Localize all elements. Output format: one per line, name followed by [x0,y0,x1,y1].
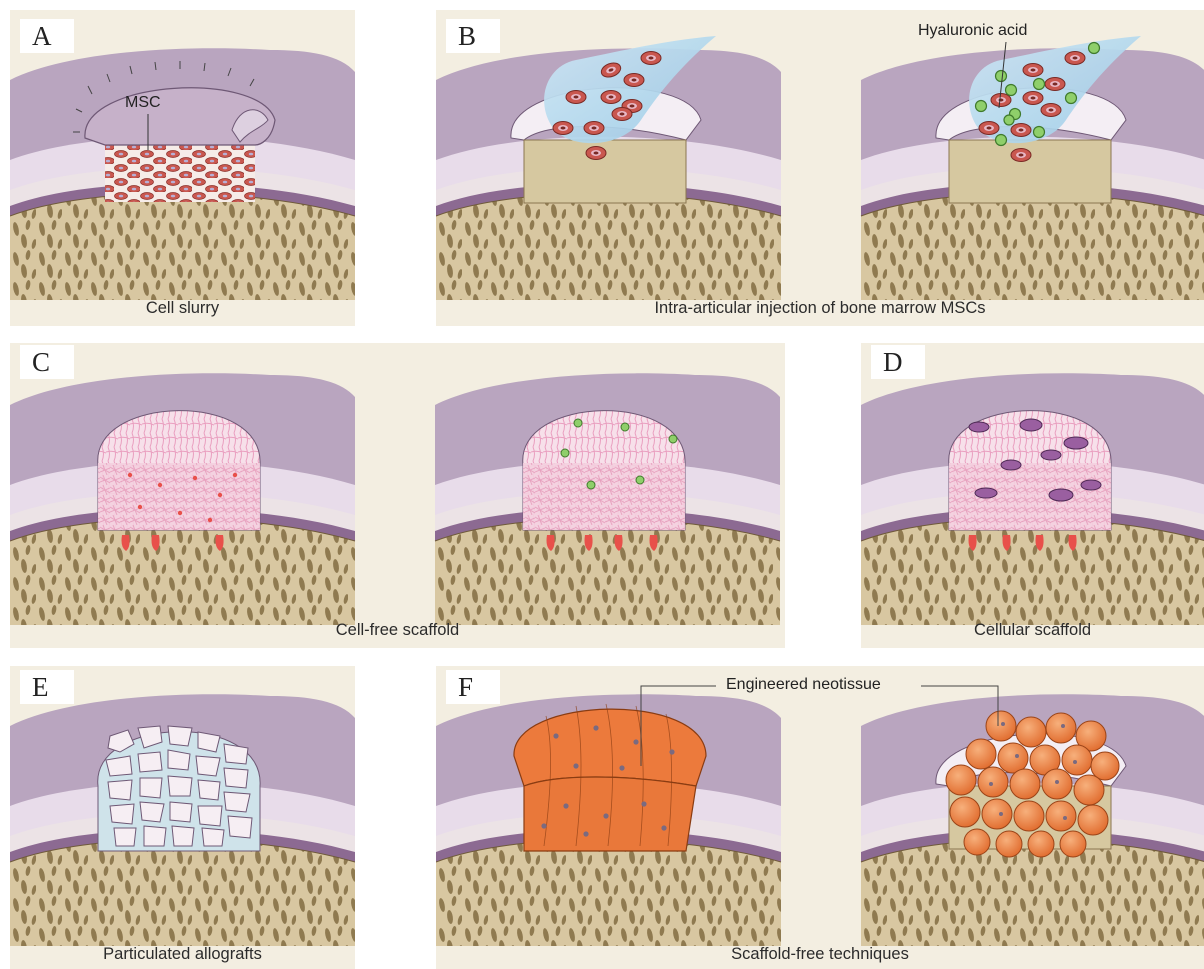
panel-a-letter: A [20,19,74,53]
panel-c-caption: Cell-free scaffold [10,621,785,640]
panel-d-letter: D [871,345,925,379]
panel-b-letter: B [446,19,500,53]
panel-f: F Engineered neotissue Scaffold-free tec… [436,666,1204,969]
panel-f-letter: F [446,670,500,704]
panel-e-caption: Particulated allografts [10,945,355,964]
panel-d: D Cellular scaffold [861,343,1204,648]
panel-b: B Hyaluronic acid Intra-articular inject… [436,10,1204,326]
panel-f-caption: Scaffold-free techniques [436,945,1204,964]
hyaluronic-acid-label: Hyaluronic acid [918,22,1027,40]
panel-e: E Particulated allografts [10,666,355,969]
panel-b-caption: Intra-articular injection of bone marrow… [436,299,1204,318]
engineered-neotissue-label: Engineered neotissue [726,676,881,694]
panel-e-letter: E [20,670,74,704]
panel-a-caption: Cell slurry [10,299,355,318]
msc-cell-slurry [105,145,255,202]
panel-a: A MSC Cell slurry [10,10,355,326]
panel-c: C Cell-free scaffold [10,343,785,648]
panel-c-letter: C [20,345,74,379]
panel-d-caption: Cellular scaffold [861,621,1204,640]
msc-label: MSC [125,94,161,112]
